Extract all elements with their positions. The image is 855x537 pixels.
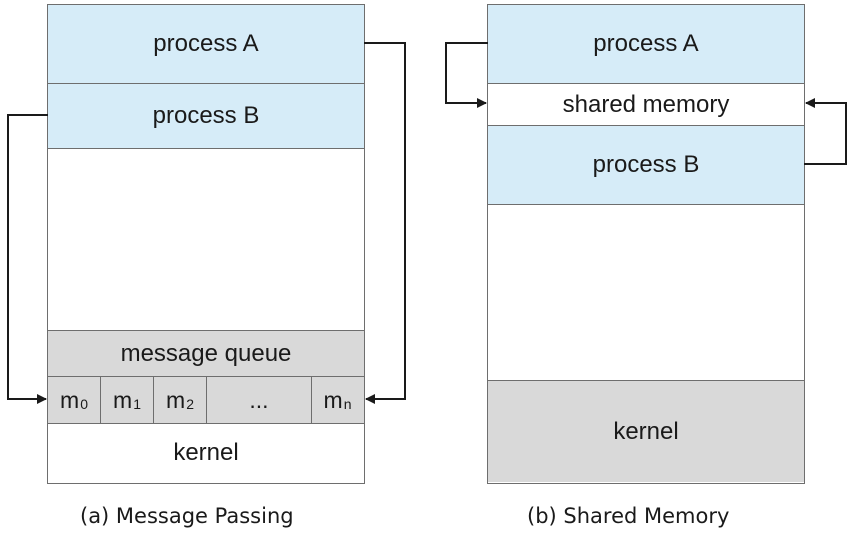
- message-queue-block: message queue: [48, 330, 364, 377]
- queue-slot-ellipsis: ...: [249, 386, 269, 413]
- caption-message-passing: (a) Message Passing: [80, 504, 294, 528]
- shared-memory-diagram: process A shared memory process B kernel: [487, 4, 805, 484]
- process-a-label: process A: [153, 30, 259, 57]
- process-a-block: process A: [48, 5, 364, 84]
- arrow-process-b-to-m0: [7, 114, 48, 404]
- process-b-block: process B: [48, 84, 364, 149]
- kernel-label: kernel: [613, 417, 679, 445]
- kernel-block: kernel: [488, 380, 804, 482]
- process-b-block: process B: [488, 126, 804, 205]
- arrow-process-a-to-mn: [364, 42, 406, 404]
- process-b-label: process B: [152, 102, 260, 129]
- arrow-process-a-to-shared-memory: [445, 42, 488, 108]
- shared-memory-label: shared memory: [562, 90, 730, 118]
- message-queue-label: message queue: [120, 340, 292, 367]
- caption-shared-memory: (b) Shared Memory: [527, 504, 730, 528]
- process-a-block: process A: [488, 5, 804, 84]
- kernel-block: kernel: [48, 424, 364, 482]
- shared-memory-block: shared memory: [488, 84, 804, 126]
- process-b-label: process B: [592, 151, 700, 178]
- kernel-label: kernel: [173, 439, 239, 466]
- process-a-label: process A: [593, 30, 699, 57]
- arrow-process-b-to-shared-memory: [804, 98, 847, 165]
